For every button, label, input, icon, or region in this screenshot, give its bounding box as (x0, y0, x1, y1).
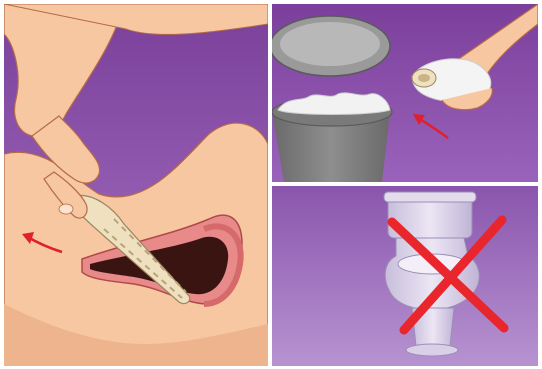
dispose-in-bin-illustration (272, 4, 538, 182)
panel-dispose-bin (272, 4, 538, 182)
panel-no-toilet (272, 186, 538, 366)
cup-removal-illustration (4, 4, 268, 366)
panel-cup-removal (4, 4, 268, 366)
bin-lid (272, 16, 390, 76)
no-toilet-flush-illustration (272, 186, 538, 366)
